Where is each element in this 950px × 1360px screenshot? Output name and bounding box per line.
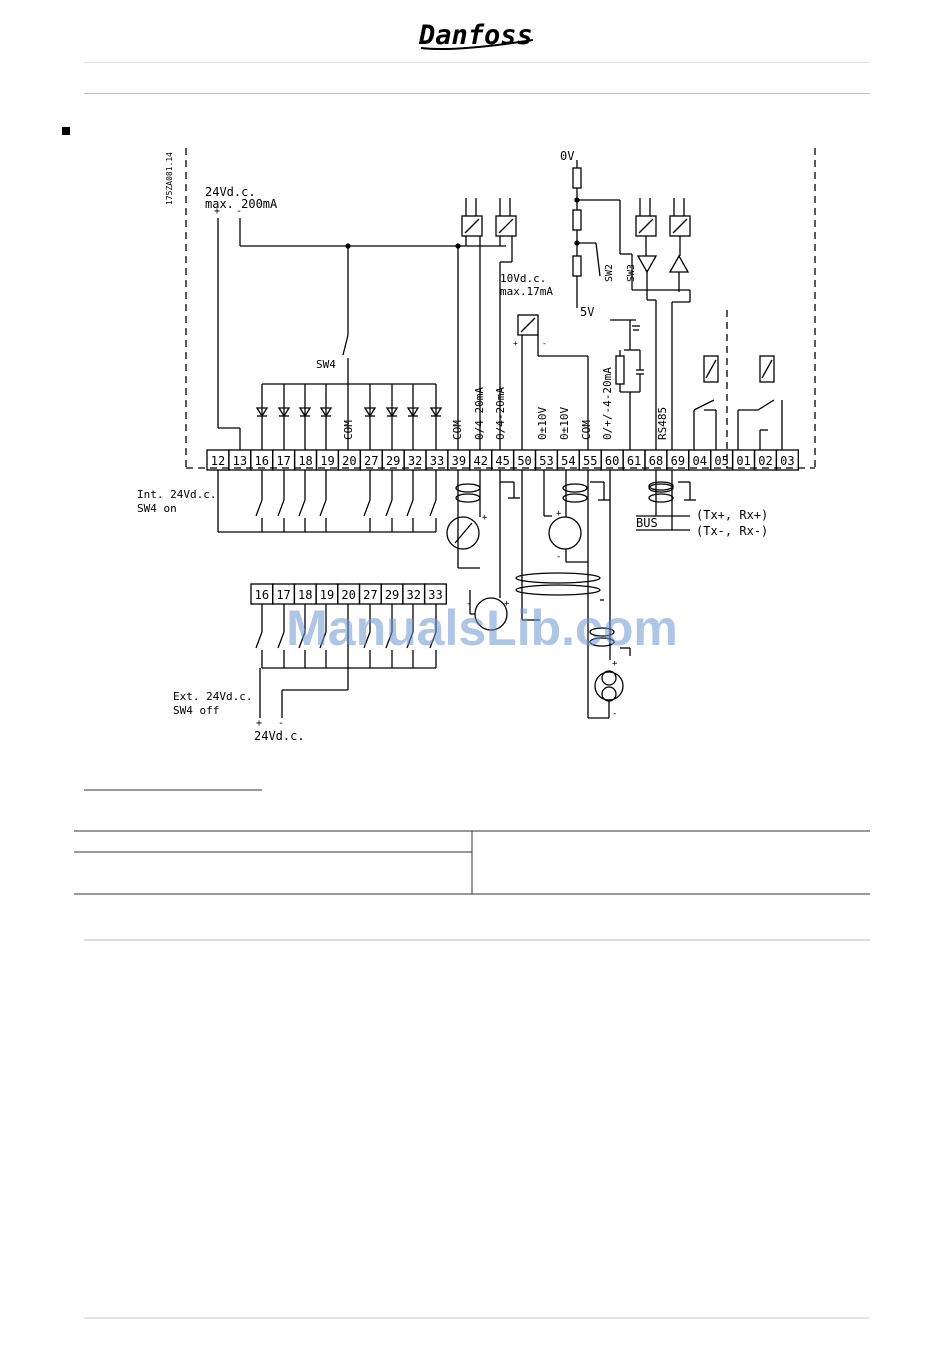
header-rule-2 (84, 93, 870, 94)
enclosure-dashed (185, 148, 816, 469)
terminal-number: 20 (342, 454, 356, 468)
header-rule-1 (84, 62, 870, 63)
terminal-number: 16 (255, 454, 269, 468)
terminal-number: 60 (605, 454, 619, 468)
terminal-number: 01 (736, 454, 750, 468)
digital-input-optos (255, 384, 443, 450)
supply-plus: + (214, 206, 220, 217)
svg-text:-: - (278, 718, 284, 729)
terminal-number: 68 (649, 454, 663, 468)
svg-text:-: - (466, 599, 471, 609)
terminal-number: 05 (714, 454, 728, 468)
terminal-number: 12 (211, 454, 225, 468)
terminal-number: 54 (561, 454, 575, 468)
terminal-strip-main: 12 13 16 17 18 19 20 27 29 32 33 39 42 45 50 53 54 55 60 61… (206, 449, 799, 471)
terminal-number: 55 (583, 454, 597, 468)
terminal-number: 53 (539, 454, 553, 468)
terminal-number: 61 (627, 454, 641, 468)
terminal-number: 17 (276, 588, 290, 602)
terminal-number: 32 (408, 454, 422, 468)
terminal-number: 39 (452, 454, 466, 468)
terminal-number: 19 (320, 454, 334, 468)
terminal-number: 18 (298, 588, 312, 602)
sw2-label: SW2 (604, 264, 615, 282)
watermark: ManualsLib.com (286, 600, 678, 656)
terminal-number: 18 (298, 454, 312, 468)
svg-text:-: - (556, 552, 561, 562)
tx-minus-label: (Tx-, Rx-) (696, 524, 768, 538)
terminal-number: 33 (428, 588, 442, 602)
ext-supply-label-2: SW4 off (173, 704, 219, 717)
label-ma-60: 0/+/-4-20mA (601, 367, 614, 440)
figure-code: 175ZA081.14 (165, 152, 174, 205)
terminal-number: 50 (517, 454, 531, 468)
terminal-number: 17 (276, 454, 290, 468)
logo-text: Danfoss (418, 20, 533, 51)
terminal-number: 02 (758, 454, 772, 468)
supply-minus: - (236, 206, 242, 217)
bus-label: BUS (636, 516, 658, 530)
danfoss-logo: Danfoss (415, 14, 540, 56)
svg-text:+: + (612, 659, 618, 669)
terminal-number: 19 (320, 588, 334, 602)
terminal-number: 03 (780, 454, 794, 468)
ref10v-label-1: 10Vd.c. (500, 272, 546, 285)
svg-text:+: + (504, 599, 510, 609)
terminal-number: 16 (255, 588, 269, 602)
terminal-number: 69 (671, 454, 685, 468)
terminal-number: 27 (363, 588, 377, 602)
svg-text:+: + (556, 509, 562, 519)
shield-gnd (500, 481, 696, 503)
int-supply-label-1: Int. 24Vd.c. (137, 488, 216, 501)
terminal-number: 27 (364, 454, 378, 468)
terminal-number: 32 (407, 588, 421, 602)
int-supply-label-2: SW4 on (137, 502, 177, 515)
label-com-20: COM (342, 420, 355, 440)
terminal-box (775, 449, 799, 471)
int-switches (217, 470, 437, 533)
supply-label-1: 24Vd.c. (205, 185, 256, 199)
label-v-54: 0±10V (558, 407, 571, 440)
svg-text:-: - (612, 709, 617, 719)
terminal-number: 20 (341, 588, 355, 602)
ov-label: 0V (560, 149, 574, 163)
sw4-label: SW4 (316, 358, 336, 371)
terminal-number: 33 (430, 454, 444, 468)
ext-switches (255, 604, 437, 718)
terminal-number: 04 (693, 454, 707, 468)
terminal-number: 42 (474, 454, 488, 468)
supply-label-2: max. 200mA (205, 197, 278, 211)
v5-label: 5V (580, 305, 594, 319)
terminal-number: 29 (385, 588, 399, 602)
terminal-number: 45 (495, 454, 509, 468)
svg-text:+: + (482, 513, 488, 523)
tx-plus-label: (Tx+, Rx+) (696, 508, 768, 522)
bullet-marker (62, 127, 70, 135)
svg-text:-: - (542, 339, 547, 348)
ref10v-label-2: max.17mA (500, 285, 553, 298)
svg-text:+: + (256, 718, 262, 729)
ext-supply-voltage: 24Vd.c. (254, 729, 305, 743)
ext-supply-label-1: Ext. 24Vd.c. (173, 690, 252, 703)
label-rs485: RS485 (656, 407, 669, 440)
svg-text:+: + (513, 339, 518, 348)
terminal-number: 13 (233, 454, 247, 468)
terminal-number: 29 (386, 454, 400, 468)
label-com-55: COM (580, 420, 593, 440)
label-v-53: 0±10V (536, 407, 549, 440)
